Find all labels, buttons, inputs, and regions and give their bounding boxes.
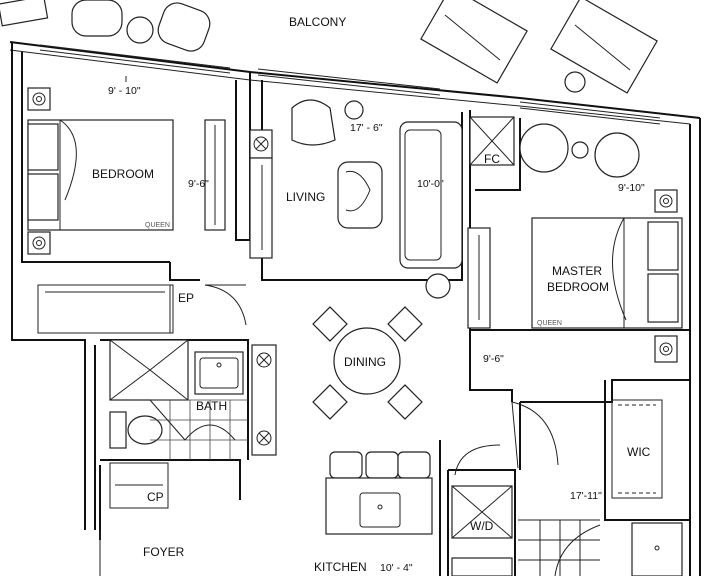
coffee-table xyxy=(337,161,383,229)
dimension-bedroom-depth: 9'-6" xyxy=(188,178,209,190)
nightstand xyxy=(27,87,51,111)
armchair xyxy=(519,123,569,173)
room-label-fc: FC xyxy=(484,152,500,166)
bed-size-label: QUEEN xyxy=(145,222,170,229)
dimension-master-depth: 9'-6" xyxy=(483,353,504,365)
bar-stool xyxy=(365,451,399,479)
dimension-kitchen-width: 10' - 4" xyxy=(380,562,413,574)
room-label-ep: EP xyxy=(178,291,194,305)
walk-in-closet: WIC 17'-11" xyxy=(570,399,663,502)
coat-closet: CP xyxy=(99,462,169,576)
nightstand xyxy=(654,189,678,213)
vanity xyxy=(194,351,244,395)
master-bedroom: MASTER BEDROOM QUEEN 9'-10" 9'-6" xyxy=(467,123,683,469)
dimension-bedroom-width: 9' - 10" xyxy=(108,85,141,97)
dining-area: DINING xyxy=(312,306,423,420)
room-label-cp: CP xyxy=(147,490,164,504)
room-label-dining: DINING xyxy=(344,355,386,369)
room-label-wd: W/D xyxy=(470,519,494,533)
toilet xyxy=(127,415,163,445)
bar-stool xyxy=(397,451,431,479)
bedroom-closet: EP xyxy=(37,284,247,334)
nightstand xyxy=(654,335,678,363)
laundry: W/D xyxy=(451,444,683,576)
bathroom: BATH xyxy=(109,339,277,460)
kitchen: KITCHEN 10' - 4" xyxy=(314,451,513,576)
armchair xyxy=(291,99,336,146)
bedroom: BEDROOM QUEEN 9' - 10" 9'-6" xyxy=(27,76,226,255)
foyer: FOYER xyxy=(143,545,185,559)
linen-cabinet xyxy=(251,344,277,456)
dimension-living-depth: 10'-0" xyxy=(417,178,444,190)
toilet-tank xyxy=(109,411,127,449)
tv-console xyxy=(249,157,273,259)
dimension-master-width: 9'-10" xyxy=(618,182,645,194)
room-label-master-line1: MASTER xyxy=(552,264,602,278)
room-label-master-line2: BEDROOM xyxy=(547,280,609,294)
bar-stool xyxy=(329,451,363,479)
room-label-foyer: FOYER xyxy=(143,545,185,559)
room-label-bedroom: BEDROOM xyxy=(92,167,154,181)
room-label-living: LIVING xyxy=(286,190,325,204)
armchair xyxy=(594,132,640,178)
room-label-balcony: BALCONY xyxy=(289,15,346,29)
room-label-bath: BATH xyxy=(196,399,227,413)
living-room: LIVING 17' - 6" 10'-0" xyxy=(249,99,463,299)
balcony-furniture xyxy=(0,0,658,94)
bed-size-label: QUEEN xyxy=(537,320,562,327)
dimension-living-width: 17' - 6" xyxy=(350,122,383,134)
room-label-kitchen: KITCHEN xyxy=(314,560,367,574)
dining-table xyxy=(333,327,401,395)
exterior-walls xyxy=(9,41,701,576)
nightstand xyxy=(27,231,51,255)
kitchen-island xyxy=(325,477,433,535)
windows xyxy=(39,44,661,125)
dimension-wic-width: 17'-11" xyxy=(570,490,602,502)
sofa xyxy=(399,121,463,269)
fan-coil: FC xyxy=(469,116,515,166)
room-label-wic: WIC xyxy=(627,445,651,459)
